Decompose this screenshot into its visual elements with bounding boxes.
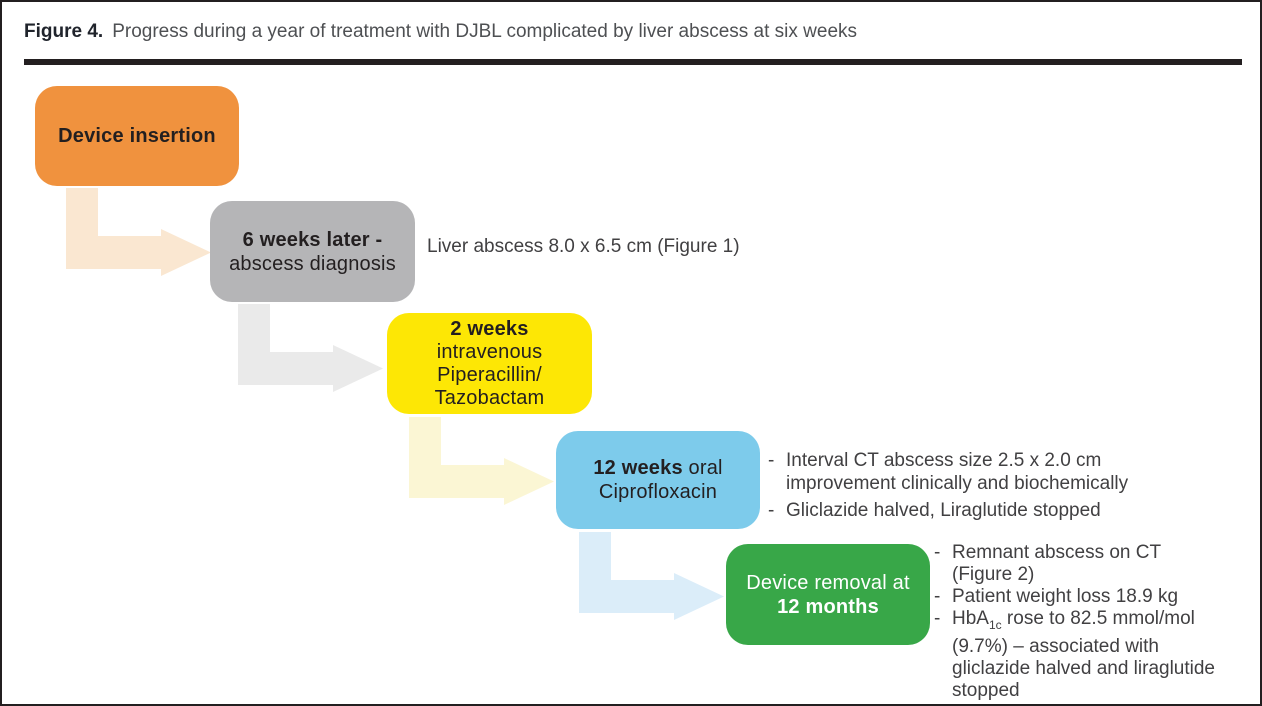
elbow-arrow-icon [579,532,724,620]
step-box-device-removal: Device removal at 12 months [726,544,930,645]
step-box-device-insertion: Device insertion [35,86,239,186]
note-weight-loss: - Patient weight loss 18.9 kg [934,586,1179,607]
step-sublabel: Ciprofloxacin [598,481,718,503]
step-sublabel: abscess diagnosis [229,252,396,275]
bullet-dash: - [934,586,941,607]
note-liver-abscess-size: Liver abscess 8.0 x 6.5 cm (Figure 1) [427,236,740,257]
note-gliclazide-halved: - Gliclazide halved, Liraglutide stopped [768,500,1101,521]
title-divider [24,59,1242,65]
step-sublabel: intravenous [436,340,543,363]
bullet-dash: - [768,500,775,521]
elbow-arrow-icon [238,304,383,392]
note-hba1c-rose: - HbA1c rose to 82.5 mmol/mol (9.7%) – a… [934,608,1216,701]
note-interval-ct: - Interval CT abscess size 2.5 x 2.0 cm … [768,450,1129,494]
step-box-abscess-diagnosis: 6 weeks later - abscess diagnosis [210,201,415,302]
step-sublabel: Piperacillin/ [437,363,542,386]
figure-title: Figure 4. Progress during a year of treat… [24,21,857,43]
notes-device-removal: - Remnant abscess on CT (Figure 2) - Pat… [934,542,1260,702]
notes-oral-antibiotics: - Interval CT abscess size 2.5 x 2.0 cm … [768,449,1258,526]
step-box-oral-antibiotics: 12 weeks oral Ciprofloxacin [556,431,760,529]
step-label: 12 weeks oral [593,457,723,479]
step-label: 2 weeks [450,317,529,340]
bullet-dash: - [768,450,775,471]
figure-label: Figure 4. [24,21,104,42]
bullet-dash: - [934,608,941,629]
step-sublabel: 12 months [777,595,879,618]
bullet-dash: - [934,542,941,563]
step-box-iv-antibiotics: 2 weeks intravenous Piperacillin/ Tazoba… [387,313,592,414]
figure-caption: Progress during a year of treatment with… [112,21,858,42]
note-remnant-abscess: - Remnant abscess on CT (Figure 2) [934,542,1162,585]
step-label: Device removal at [746,571,910,594]
elbow-arrow-icon [66,188,211,276]
step-label: 6 weeks later - [242,228,383,251]
step-label: Device insertion [58,125,216,147]
step-sublabel: Tazobactam [434,386,545,409]
elbow-arrow-icon [409,417,554,505]
